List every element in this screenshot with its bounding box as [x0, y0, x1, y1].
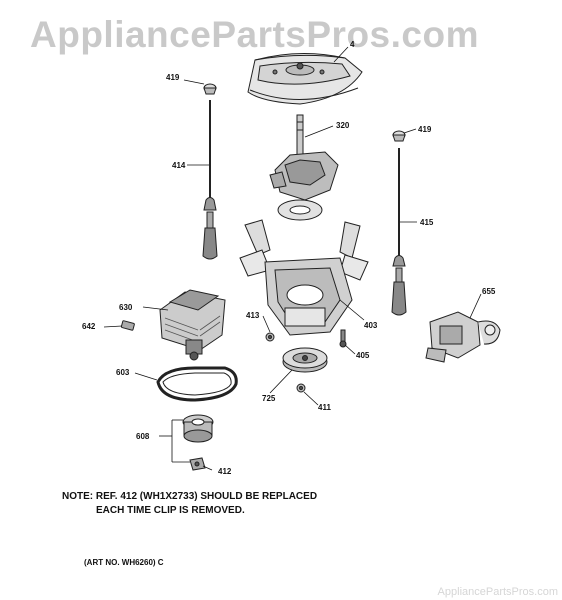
replacement-note: NOTE: REF. 412 (WH1X2733) SHOULD BE REPL…	[62, 490, 317, 518]
callout-603: 603	[116, 368, 130, 377]
callout-411: 411	[318, 403, 331, 412]
callout-403: 403	[364, 321, 378, 330]
callout-412: 412	[218, 467, 232, 476]
callout-419-right: 419	[418, 125, 432, 134]
part-413[interactable]	[265, 332, 275, 342]
transmission-part[interactable]	[269, 114, 339, 221]
note-line-2: EACH TIME CLIP IS REMOVED.	[96, 505, 245, 516]
watermark-bottom: AppliancePartsPros.com	[437, 586, 558, 598]
callout-413: 413	[246, 311, 260, 320]
top-cover-part[interactable]	[247, 53, 363, 105]
part-405[interactable]	[339, 329, 347, 348]
callout-414: 414	[172, 161, 186, 170]
part-642[interactable]	[120, 320, 135, 331]
callout-642: 642	[82, 322, 96, 331]
leader-lines	[103, 46, 482, 471]
motor-pulley-part[interactable]	[182, 414, 214, 443]
belt-part[interactable]	[156, 366, 238, 402]
callout-320: 320	[336, 121, 350, 130]
callout-419-left: 419	[166, 73, 180, 82]
pump-part[interactable]	[425, 311, 501, 363]
callout-405: 405	[356, 351, 370, 360]
suspension-rod-left[interactable]	[202, 83, 218, 260]
callout-415: 415	[420, 218, 434, 227]
callout-4xx: 4	[350, 40, 355, 49]
clip-part-412[interactable]	[189, 457, 206, 471]
pulley-part[interactable]	[282, 347, 328, 373]
callout-608: 608	[136, 432, 150, 441]
suspension-rod-right[interactable]	[391, 130, 407, 316]
art-number: (ART NO. WH6260) C	[84, 558, 164, 567]
callout-labels: 4 419 419 320 414 415 630 642 413 403 65…	[82, 40, 496, 476]
watermark: AppliancePartsPros.com	[30, 14, 479, 55]
motor-part[interactable]	[159, 289, 226, 361]
callout-655: 655	[482, 287, 496, 296]
mounting-plate-part[interactable]	[239, 219, 369, 336]
callout-725: 725	[262, 394, 276, 403]
callout-630: 630	[119, 303, 133, 312]
part-411[interactable]	[296, 383, 306, 393]
note-line-1: NOTE: REF. 412 (WH1X2733) SHOULD BE REPL…	[62, 491, 318, 502]
